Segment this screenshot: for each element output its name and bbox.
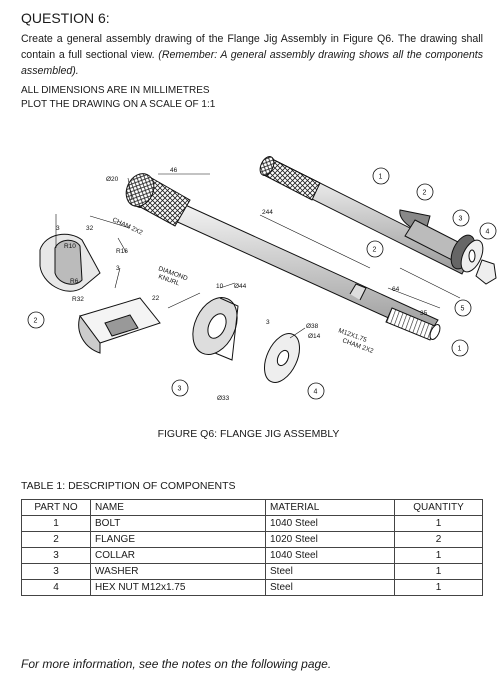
cell-part-no: 1 <box>21 515 91 532</box>
balloon-2c: 2 <box>34 318 38 325</box>
header-material: MATERIAL <box>265 499 395 516</box>
balloon-4a: 4 <box>486 229 490 236</box>
cell-name: BOLT <box>90 515 266 532</box>
dim-d44: Ø44 <box>234 283 247 290</box>
cell-quantity: 2 <box>394 531 483 548</box>
table-row: 1 BOLT 1040 Steel 1 <box>21 515 483 532</box>
header-part-no: PART NO <box>21 499 91 516</box>
cell-quantity: 1 <box>394 579 483 596</box>
cell-name: FLANGE <box>90 531 266 548</box>
balloon-3a: 3 <box>459 216 463 223</box>
scale-instruction: PLOT THE DRAWING ON A SCALE OF 1:1 <box>21 99 216 110</box>
cell-material: 1040 Steel <box>265 515 395 532</box>
dim-d38: Ø38 <box>306 323 319 330</box>
table-header-row: PART NO NAME MATERIAL QUANTITY <box>21 499 483 516</box>
cell-name: COLLAR <box>90 547 266 564</box>
dim-22: 22 <box>152 295 160 302</box>
cell-quantity: 1 <box>394 547 483 564</box>
cell-material: 1040 Steel <box>265 547 395 564</box>
balloon-4b: 4 <box>314 389 318 396</box>
cell-part-no: 3 <box>21 563 91 580</box>
question-body: Create a general assembly drawing of the… <box>21 31 483 79</box>
label-cham: CHAM 2X2 <box>111 216 144 236</box>
flange-jig-figure: Ø20 46 244 CHAM 2X2 32 R10 R16 3 R6 R32 … <box>27 156 497 402</box>
balloon-2a: 2 <box>423 190 427 197</box>
bolt-exploded <box>125 173 441 341</box>
collar <box>192 297 239 361</box>
dim-d20: Ø20 <box>106 176 119 183</box>
dimension-lines <box>55 173 461 339</box>
dim-3b: 3 <box>56 225 60 232</box>
question-reminder: (Remember: A general assembly drawing sh… <box>21 49 483 77</box>
dim-r32: R32 <box>72 296 84 303</box>
flange-exploded <box>39 233 161 354</box>
dim-d33: Ø33 <box>217 395 230 402</box>
figure-caption: FIGURE Q6: FLANGE JIG ASSEMBLY <box>157 428 340 440</box>
dim-46: 46 <box>170 167 178 174</box>
cell-material: Steel <box>265 563 395 580</box>
table-row: 4 HEX NUT M12x1.75 Steel 1 <box>21 579 483 596</box>
balloon-1a: 1 <box>379 174 383 181</box>
components-table: PART NO NAME MATERIAL QUANTITY 1 BOLT 10… <box>21 499 483 596</box>
cell-quantity: 1 <box>394 563 483 580</box>
cell-part-no: 4 <box>21 579 91 596</box>
dim-32: 32 <box>86 225 94 232</box>
dim-d14: Ø14 <box>308 333 321 340</box>
dim-r16: R16 <box>116 248 128 255</box>
assembly-view <box>259 156 497 285</box>
cell-name: HEX NUT M12x1.75 <box>90 579 266 596</box>
cell-material: Steel <box>265 579 395 596</box>
table-row: 3 COLLAR 1040 Steel 1 <box>21 547 483 564</box>
dim-35: 35 <box>420 310 428 317</box>
instructions: ALL DIMENSIONS ARE IN MILLIMETRES PLOT T… <box>21 84 215 112</box>
table-row: 3 WASHER Steel 1 <box>21 563 483 580</box>
dim-r6: R6 <box>70 278 79 285</box>
balloon-3b: 3 <box>178 386 182 393</box>
dim-64: 64 <box>392 286 400 293</box>
table-title: TABLE 1: DESCRIPTION OF COMPONENTS <box>21 480 236 492</box>
dim-3a: 3 <box>116 265 120 272</box>
cell-quantity: 1 <box>394 515 483 532</box>
dim-3c: 3 <box>266 319 270 326</box>
footer-note: For more information, see the notes on t… <box>21 657 332 671</box>
dim-244: 244 <box>262 209 273 216</box>
cell-part-no: 3 <box>21 547 91 564</box>
units-instruction: ALL DIMENSIONS ARE IN MILLIMETRES <box>21 85 210 96</box>
washer <box>264 333 300 383</box>
dim-r10: R10 <box>64 243 76 250</box>
balloon-5: 5 <box>461 306 465 313</box>
balloon-2b: 2 <box>373 247 377 254</box>
dim-10: 10 <box>216 283 224 290</box>
balloon-1b: 1 <box>458 346 462 353</box>
header-name: NAME <box>90 499 266 516</box>
question-body-text: Create a general assembly drawing of the… <box>21 33 483 61</box>
header-quantity: QUANTITY <box>394 499 483 516</box>
cell-name: WASHER <box>90 563 266 580</box>
cell-part-no: 2 <box>21 531 91 548</box>
cell-material: 1020 Steel <box>265 531 395 548</box>
question-title: QUESTION 6: <box>21 10 110 26</box>
table-row: 2 FLANGE 1020 Steel 2 <box>21 531 483 548</box>
